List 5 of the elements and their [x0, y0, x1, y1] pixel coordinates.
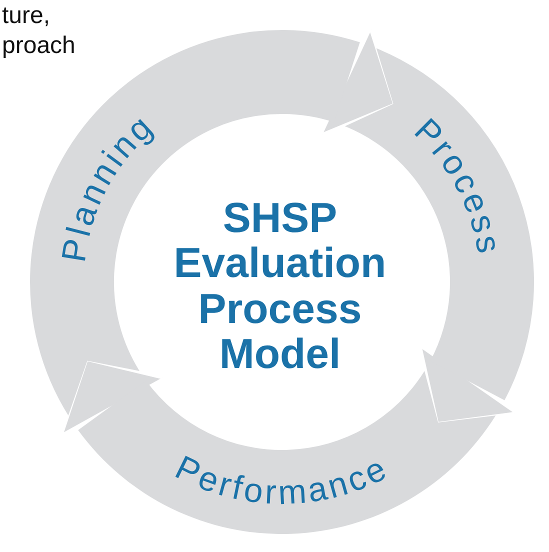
stage-label: Performance — [169, 448, 395, 512]
note-text: ture, — [2, 4, 50, 28]
cycle-segment — [78, 371, 496, 534]
diagram-title: SHSP Evaluation Process Model — [172, 195, 388, 376]
note-text: proach — [2, 34, 76, 58]
